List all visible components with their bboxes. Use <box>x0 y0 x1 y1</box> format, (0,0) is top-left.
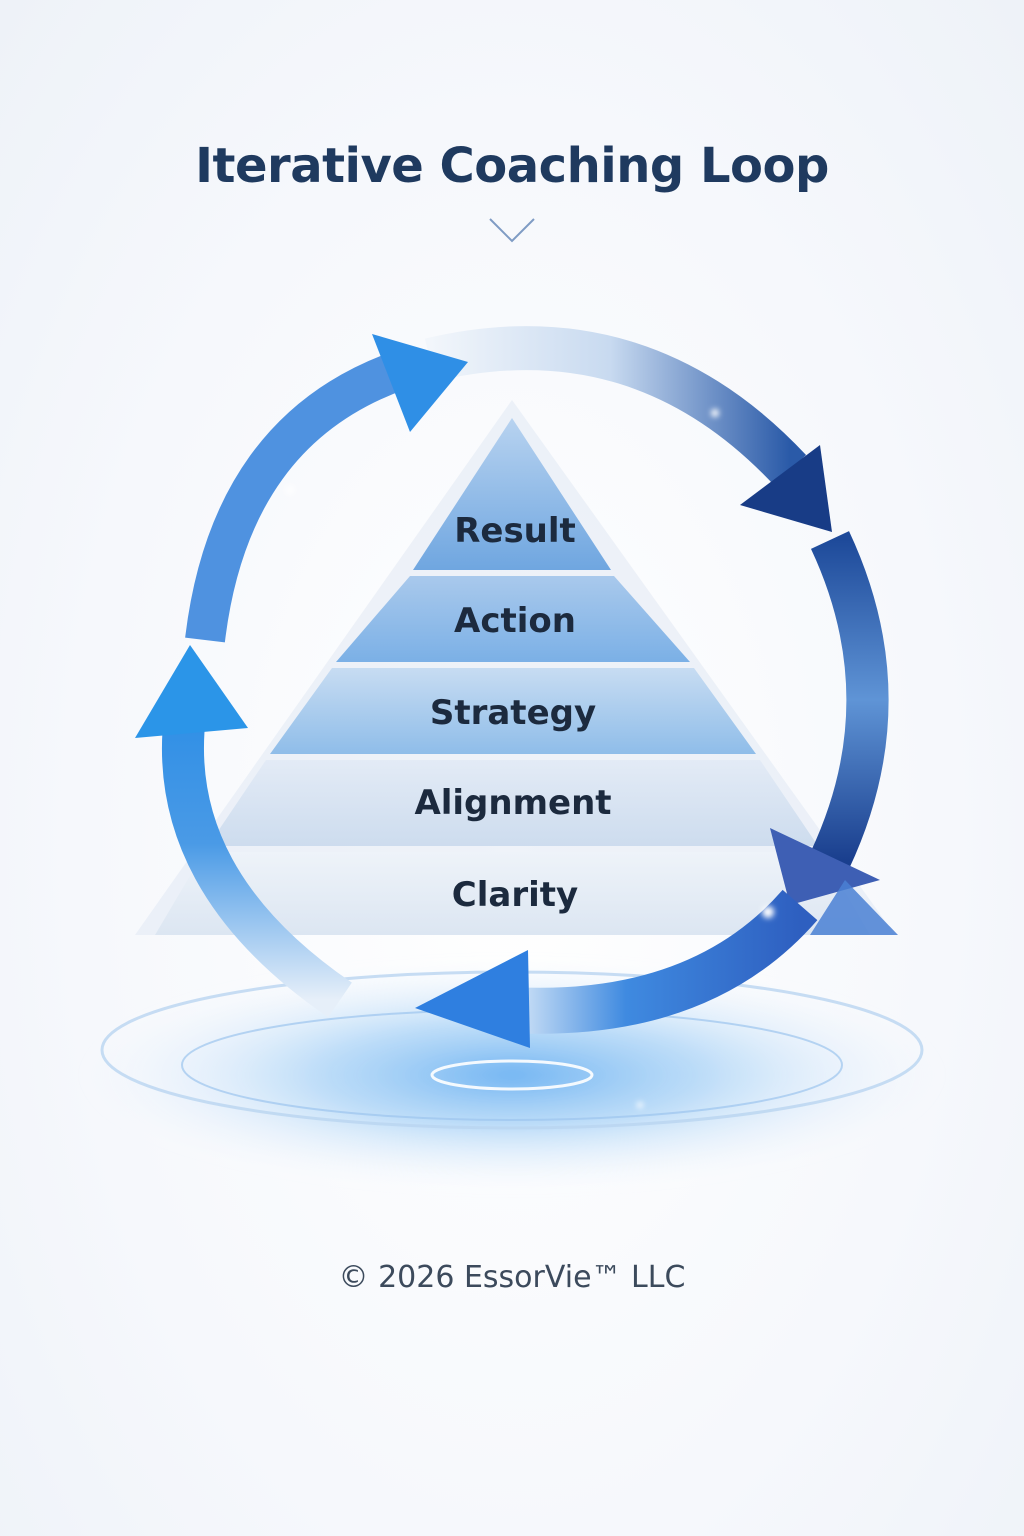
pyramid-tier-strategy <box>270 668 756 754</box>
pyramid <box>155 418 870 935</box>
cycle-arrows <box>135 326 898 1048</box>
arrow-head-top-right-icon <box>740 445 832 532</box>
pyramid-tier-result <box>413 418 611 570</box>
arc-left <box>161 712 352 1018</box>
arc-top <box>424 326 807 486</box>
copyright-notice: © 2026 EssorVie™ LLC <box>338 1260 686 1295</box>
arc-right <box>810 531 889 869</box>
tier-label-alignment: Alignment <box>414 783 611 823</box>
arrow-head-bottom-left-icon <box>415 950 530 1048</box>
tier-label-clarity: Clarity <box>452 875 578 915</box>
arc-upper-left <box>185 351 407 643</box>
arc-bottom <box>508 889 818 1034</box>
pyramid-tier-clarity <box>155 852 870 935</box>
arrow-head-right-lower-back <box>810 880 898 935</box>
pyramid-tier-alignment <box>208 760 818 846</box>
arrow-head-left-icon <box>135 645 248 738</box>
diagram-title: Iterative Coaching Loop <box>195 138 829 194</box>
tier-label-action: Action <box>454 601 576 641</box>
arrow-head-top-left-icon <box>372 334 468 432</box>
tier-label-strategy: Strategy <box>430 693 596 733</box>
sparkle-effects <box>286 409 774 1108</box>
pyramid-tier-action <box>336 576 690 662</box>
arrow-head-right-lower-icon <box>770 828 880 905</box>
tier-label-result: Result <box>454 511 576 551</box>
pyramid-labels: Result Action Strategy Alignment Clarity <box>414 511 611 915</box>
title-divider <box>120 218 904 243</box>
